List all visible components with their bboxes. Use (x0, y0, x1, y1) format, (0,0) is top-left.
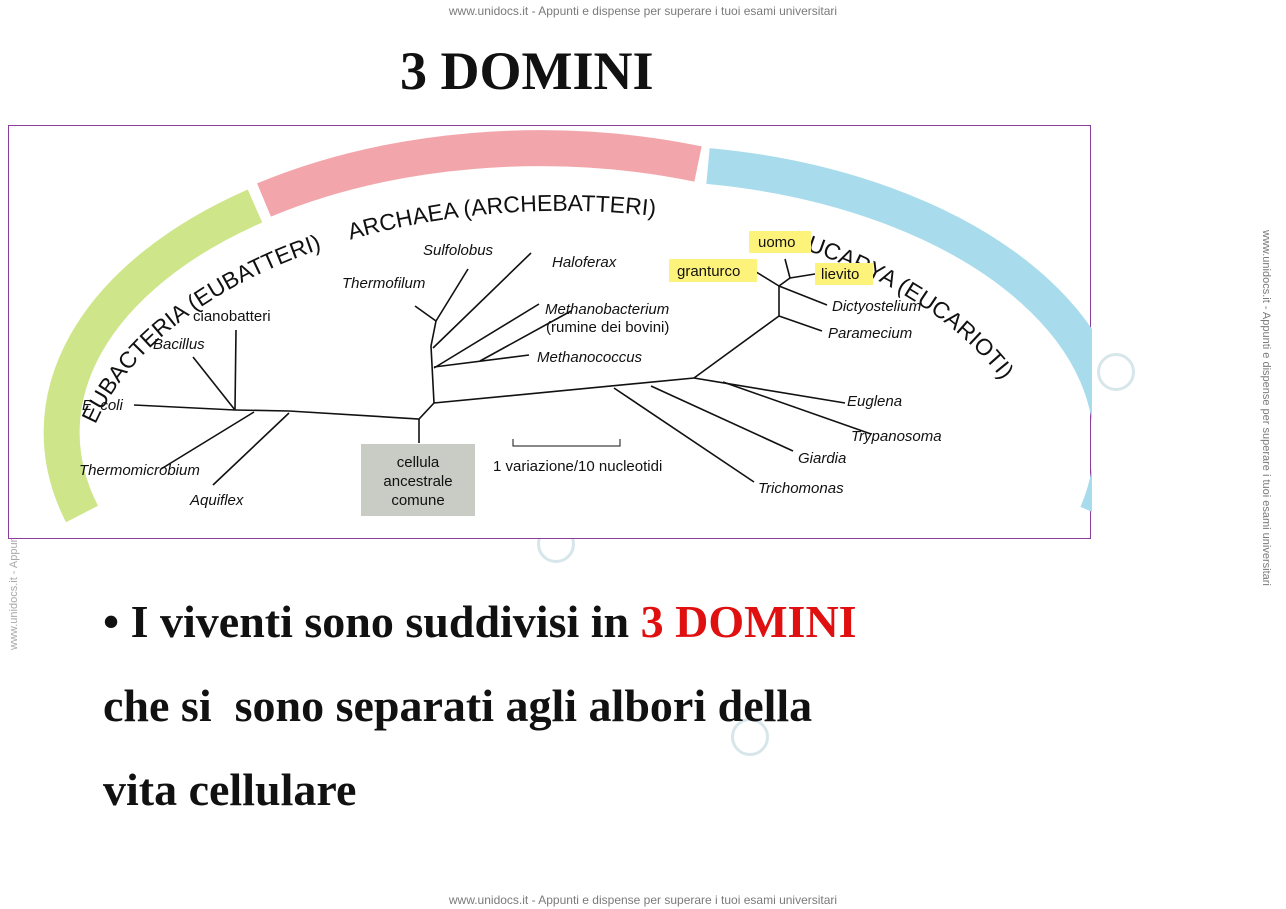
archaea-band (257, 130, 702, 217)
taxon-trichomonas: Trichomonas (758, 480, 844, 497)
taxon-giardia: Giardia (798, 450, 846, 467)
root-label-line3: comune (391, 492, 444, 509)
root-label-line1: cellula (397, 454, 440, 471)
taxon-methanobacterium-note: (rumine dei bovini) (546, 319, 669, 336)
watermark-right: www.unidocs.it - Appunti e dispense per … (1260, 230, 1272, 586)
page-title: 3 DOMINI (400, 41, 654, 101)
taxon-sulfolobus: Sulfolobus (423, 242, 494, 259)
taxon-dictyostelium: Dictyostelium (832, 298, 921, 315)
taxon-euglena: Euglena (847, 393, 902, 410)
highlight-granturco (669, 259, 757, 282)
taxon-haloferax: Haloferax (552, 254, 617, 271)
scale-bar-label: 1 variazione/10 nucleotidi (493, 458, 662, 475)
taxon-granturco: granturco (677, 263, 740, 280)
watermark-bottom: www.unidocs.it - Appunti e dispense per … (448, 893, 838, 907)
eubacteria-band (43, 189, 263, 523)
body-text: • I viventi sono suddivisi in 3 DOMINI c… (103, 580, 1103, 832)
common-ancestor-box (361, 444, 475, 516)
highlight-uomo (749, 231, 811, 253)
body-line-3: vita cellulare (103, 764, 357, 815)
taxon-methanobacterium: Methanobacterium (545, 301, 669, 318)
taxon-ecoli: E. coli (82, 397, 124, 414)
eucarya-band (706, 148, 1092, 512)
taxon-methanococcus: Methanococcus (537, 349, 643, 366)
body-line-1-prefix: I viventi sono suddivisi in (130, 596, 641, 647)
taxon-paramecium: Paramecium (828, 325, 912, 342)
phylogenetic-tree: EUBACTERIA (EUBATTERI) ARCHAEA (ARCHEBAT… (43, 130, 1092, 523)
watermark-top: www.unidocs.it - Appunti e dispense per … (448, 4, 838, 18)
taxon-thermomicrobium: Thermomicrobium (79, 462, 200, 479)
domain-label-archaea: ARCHAEA (ARCHEBATTERI) (345, 190, 658, 245)
watermark-logo-icon (1097, 353, 1135, 391)
body-highlight: 3 DOMINI (640, 596, 857, 647)
taxon-trypanosoma: Trypanosoma (851, 428, 942, 445)
taxon-bacillus: Bacillus (153, 336, 205, 353)
highlight-lievito (815, 263, 873, 285)
tree-of-life-diagram: EUBACTERIA (EUBATTERI) ARCHAEA (ARCHEBAT… (8, 125, 1092, 539)
tree-branches (133, 252, 872, 486)
taxon-uomo: uomo (758, 234, 796, 251)
root-label-line2: ancestrale (383, 473, 452, 490)
taxon-thermofilum: Thermofilum (342, 275, 425, 292)
body-line-1: • I viventi sono suddivisi in 3 DOMINI (103, 580, 1103, 664)
taxon-lievito: lievito (821, 266, 859, 283)
taxon-aquiflex: Aquiflex (189, 492, 244, 509)
bullet: • (103, 596, 120, 647)
watermark-logo-icon (731, 718, 769, 756)
taxon-cianobatteri: cianobatteri (193, 308, 271, 325)
body-line-2: che si sono separati agli albori della (103, 680, 813, 731)
